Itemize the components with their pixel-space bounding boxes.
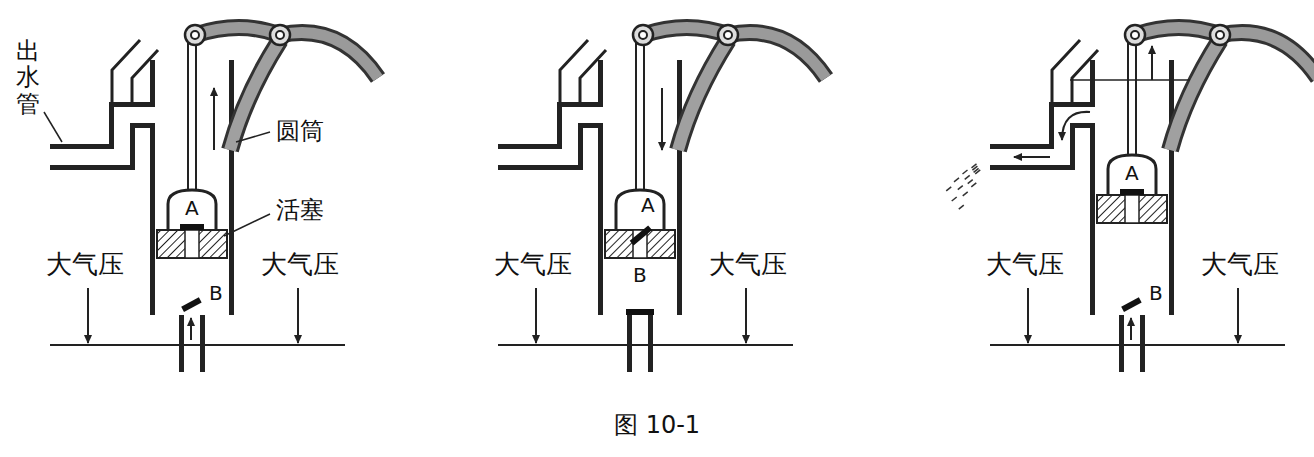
- part-name: 出水管: [16, 38, 40, 117]
- pressure-arrow: [87, 288, 89, 343]
- water-surface: [50, 344, 345, 346]
- valve-b-open: [1121, 297, 1141, 312]
- valve-letter: A: [1125, 162, 1139, 184]
- water-spray: [965, 175, 970, 179]
- valve-a-open: [630, 225, 652, 245]
- leader-line: [44, 112, 62, 142]
- pressure-label: 大气压: [709, 250, 787, 279]
- outlet-flare: [1072, 50, 1098, 102]
- pressure-label: 大气压: [986, 250, 1064, 279]
- water-spray: [968, 180, 973, 184]
- valve-letter: B: [209, 282, 223, 304]
- part-name: 圆筒: [276, 118, 324, 144]
- valve-b-closed: [626, 309, 654, 315]
- outlet-flare: [560, 40, 588, 102]
- outlet-flare: [132, 50, 158, 102]
- inlet-pipe-bore: [184, 310, 200, 374]
- pressure-arrow: [1237, 288, 1239, 343]
- water-spray: [952, 197, 957, 201]
- pressure-label: 大气压: [46, 250, 124, 279]
- outlet-pipe-bore: [988, 115, 1105, 157]
- water-flow-arrow: [1062, 112, 1090, 140]
- handle-bracket: [678, 40, 728, 150]
- handle-bracket: [678, 40, 728, 150]
- pressure-label: 大气压: [261, 250, 339, 279]
- pivot-pin: [1131, 31, 1139, 39]
- water-surface: [990, 344, 1285, 346]
- piston: [157, 230, 227, 258]
- pivot-pin: [639, 31, 647, 39]
- pump-handle: [1135, 28, 1314, 79]
- valve-letter: B: [633, 264, 647, 286]
- valve-cage: [168, 190, 216, 230]
- valve-a-closed: [180, 224, 204, 230]
- outlet-flare: [112, 40, 140, 102]
- handle-bracket: [230, 40, 280, 150]
- water-level: [1070, 79, 1190, 81]
- pressure-arrow: [297, 288, 299, 343]
- motion-arrow: [661, 88, 663, 150]
- flow-arrow: [190, 318, 192, 340]
- handle-bracket: [1170, 40, 1220, 150]
- piston-hole: [185, 230, 199, 258]
- pivot-pin: [1216, 31, 1224, 39]
- leader-line: [224, 214, 270, 236]
- valve-letter: B: [1149, 282, 1163, 304]
- pump-handle: [1135, 28, 1314, 79]
- flow-arrow: [1130, 318, 1132, 340]
- water-spray: [963, 170, 968, 174]
- piston: [1097, 195, 1167, 223]
- figure-caption: 图 10-1: [614, 412, 700, 438]
- outlet-pipe-bore: [496, 115, 613, 157]
- water-flow-arrow: [1014, 156, 1050, 158]
- motion-arrow: [1151, 46, 1153, 80]
- part-name: 活塞: [276, 197, 324, 223]
- valve-a-closed: [1120, 189, 1144, 195]
- piston-rod: [188, 35, 196, 190]
- water-spray: [958, 186, 963, 190]
- outlet-flare: [1052, 40, 1080, 102]
- pivot: [1125, 25, 1145, 45]
- pressure-label: 大气压: [494, 250, 572, 279]
- valve-letter: A: [641, 194, 655, 216]
- pressure-arrow: [1027, 288, 1029, 343]
- pressure-arrow: [745, 288, 747, 343]
- valve-letter: A: [185, 197, 199, 219]
- motion-arrow: [213, 88, 215, 150]
- pressure-arrow: [535, 288, 537, 343]
- pivot: [185, 25, 205, 45]
- handle-bracket: [1170, 40, 1220, 150]
- water-spray: [971, 183, 976, 187]
- pivot: [1210, 25, 1230, 45]
- water-spray: [946, 187, 951, 191]
- pivot-pin: [191, 31, 199, 39]
- piston-rod: [1128, 35, 1136, 155]
- water-spray: [963, 192, 968, 196]
- inlet-pipe-bore: [632, 310, 648, 374]
- water-spray: [954, 178, 959, 182]
- pivot-pin: [276, 31, 284, 39]
- valve-cage: [616, 190, 664, 230]
- outlet-pipe-bore: [48, 115, 165, 157]
- piston-hole: [1125, 195, 1139, 223]
- outlet-flare: [580, 50, 606, 102]
- pivot-pin: [724, 31, 732, 39]
- water-spray: [959, 205, 964, 209]
- pivot: [718, 25, 738, 45]
- handle-bracket: [230, 40, 280, 150]
- pivot: [633, 25, 653, 45]
- pressure-label: 大气压: [1201, 250, 1279, 279]
- inlet-pipe-bore: [1124, 310, 1140, 374]
- pivot: [270, 25, 290, 45]
- leader-line: [236, 132, 270, 142]
- water-spray: [975, 170, 980, 174]
- valve-cage: [1108, 155, 1156, 195]
- piston-rod: [636, 35, 644, 190]
- water-surface: [498, 344, 793, 346]
- valve-b-open: [181, 297, 201, 312]
